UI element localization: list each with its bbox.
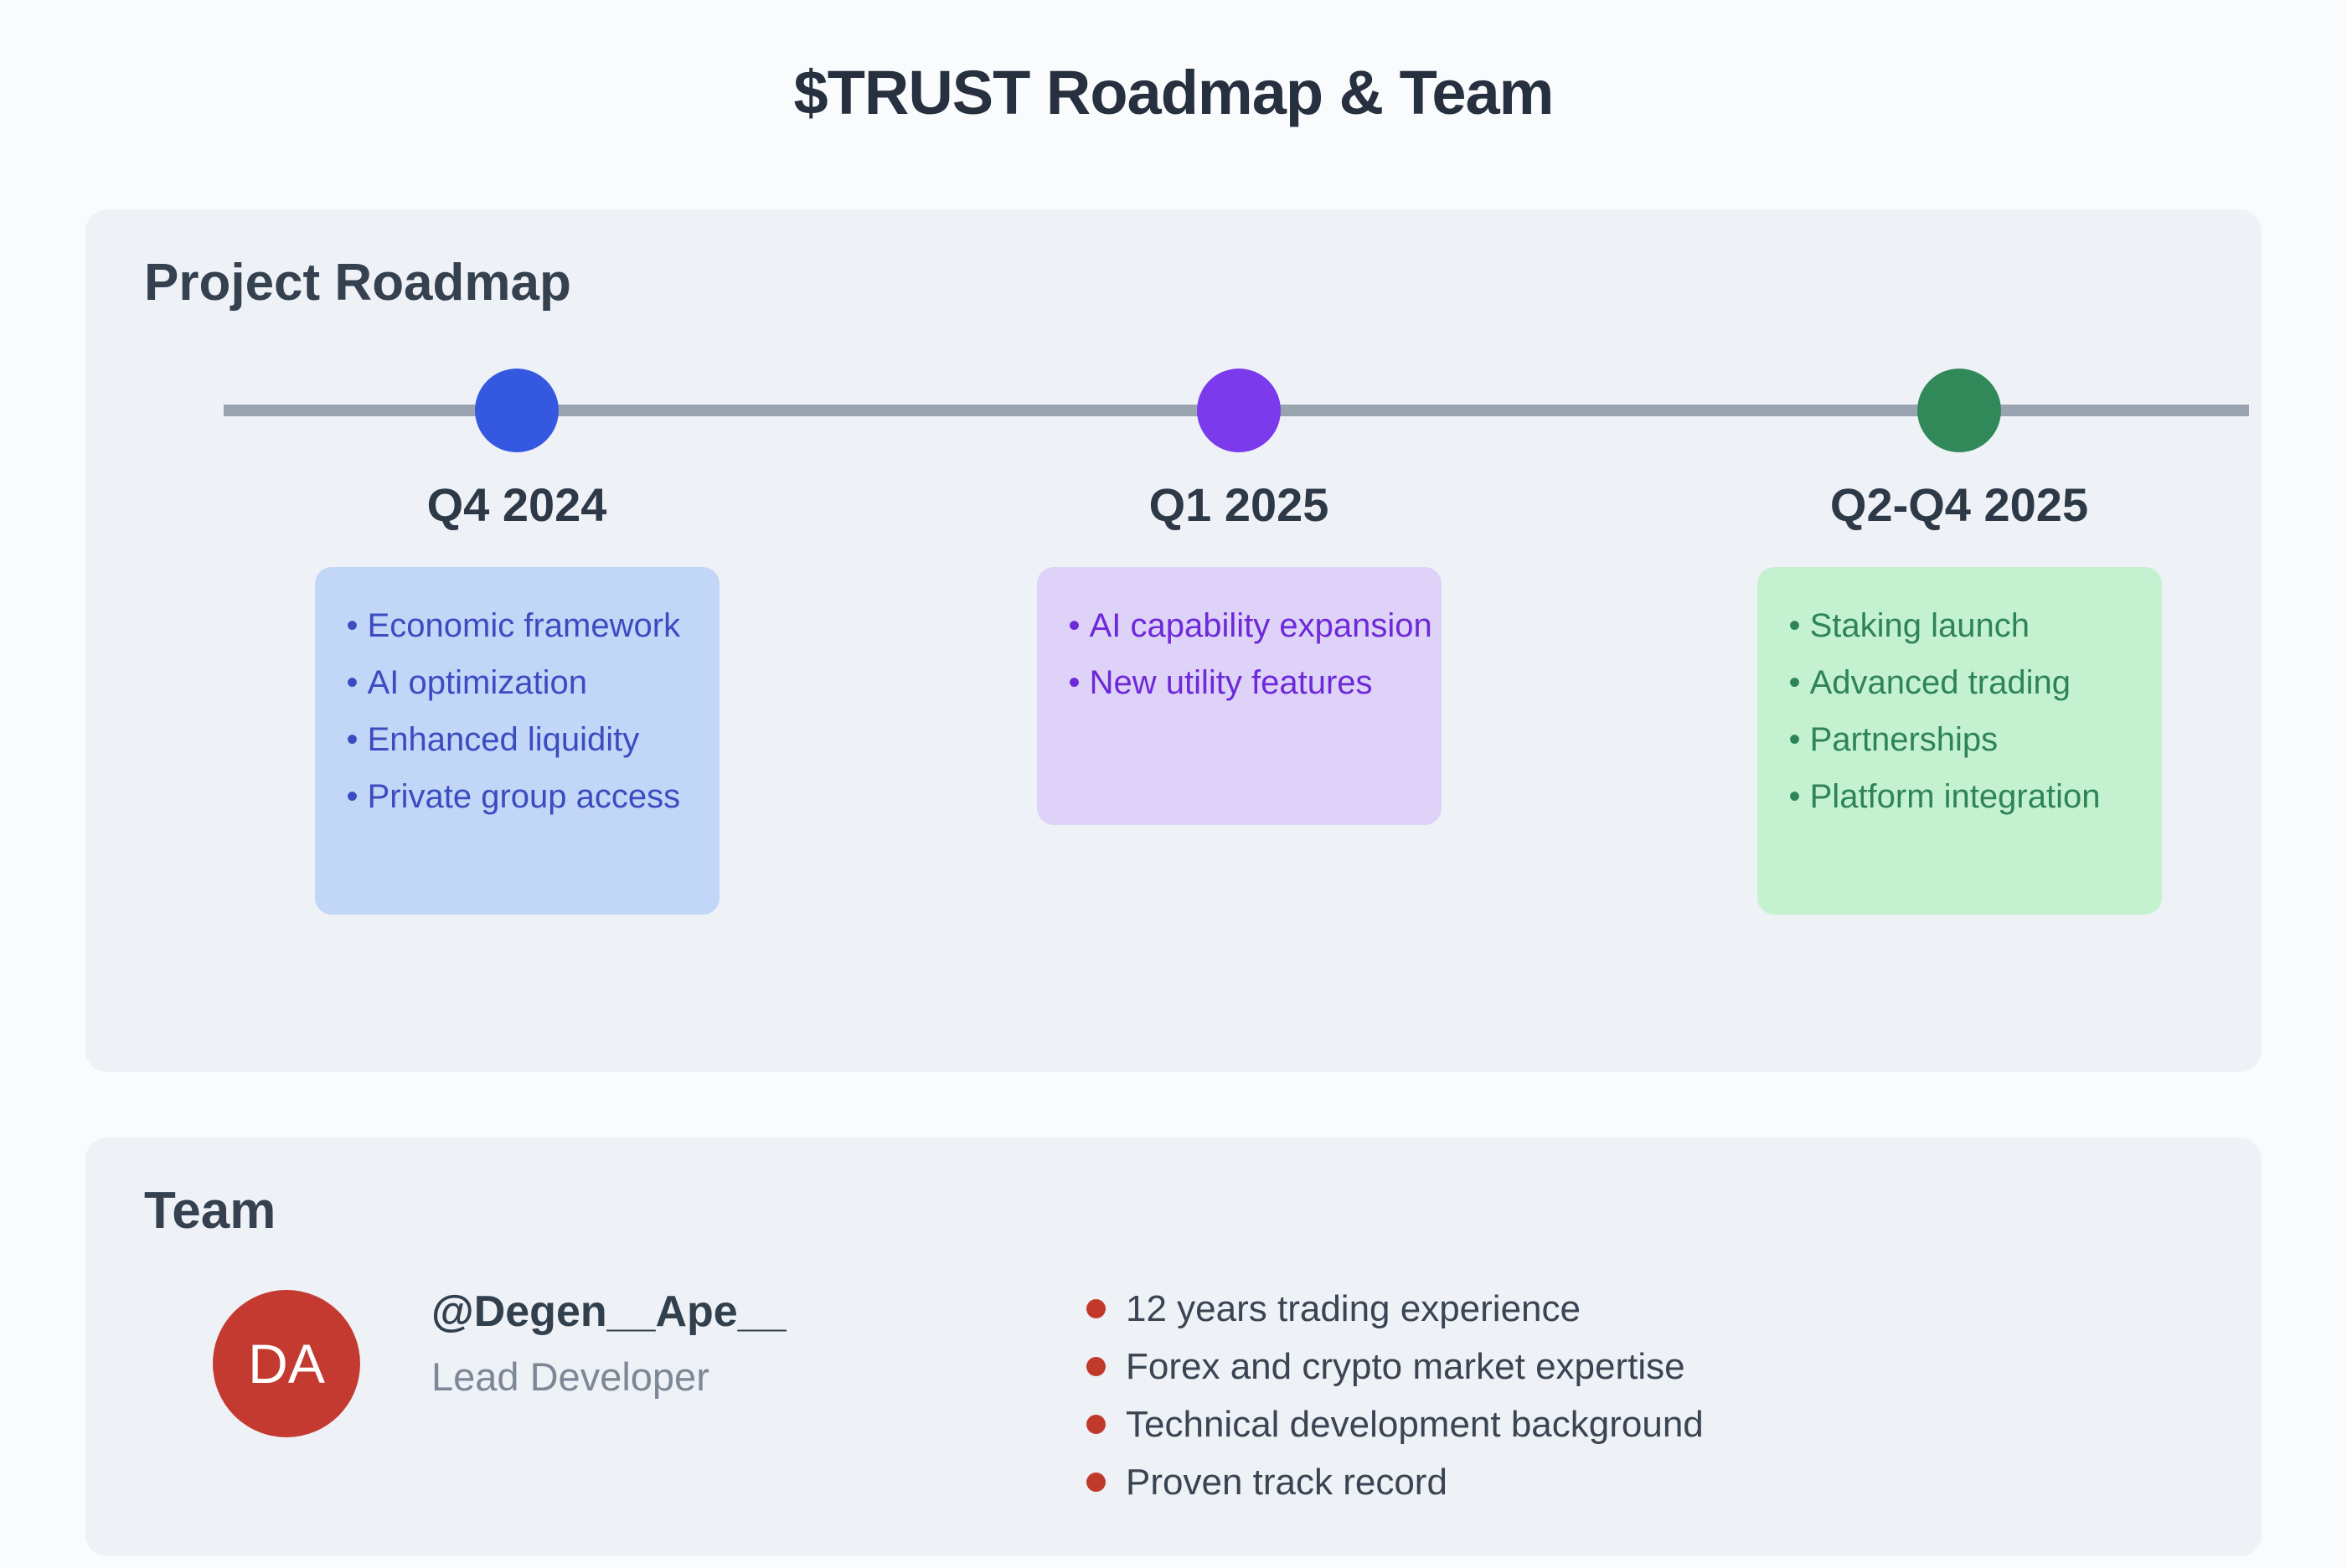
milestone-item: AI optimization (347, 654, 694, 711)
member-handle: @Degen__Ape__ (431, 1287, 787, 1336)
milestone-q1-2025: Q1 2025 AI capability expansion New util… (1029, 477, 1448, 825)
bullet-icon (1086, 1357, 1106, 1376)
milestone-label: Q2-Q4 2025 (1829, 478, 2089, 531)
timeline-dot-q4-2024 (475, 369, 559, 452)
milestone-card-q2-q4-2025: Staking launch Advanced trading Partners… (1756, 567, 2162, 915)
milestone-item: AI capability expansion (1069, 597, 1432, 654)
milestone-label: Q1 2025 (1148, 478, 1329, 531)
roadmap-heading: Project Roadmap (144, 254, 571, 312)
roadmap-section: Project Roadmap Q4 2024 Economic framewo… (85, 209, 2262, 1072)
milestone-item: Staking launch (1789, 597, 2137, 654)
bullet-icon (1086, 1473, 1106, 1492)
bullet-icon (1086, 1415, 1106, 1434)
milestone-card-q4-2024: Economic framework AI optimization Enhan… (314, 567, 720, 915)
timeline-dot-q1-2025 (1197, 369, 1281, 452)
milestone-item: Partnerships (1789, 711, 2137, 768)
highlight-text: Forex and crypto market expertise (1126, 1346, 1685, 1387)
milestone-item: Economic framework (347, 597, 694, 654)
milestone-q2-q4-2025: Q2-Q4 2025 Staking launch Advanced tradi… (1750, 477, 2169, 915)
highlight-item: Technical development background (1086, 1395, 1704, 1453)
milestone-q4-2024: Q4 2024 Economic framework AI optimizati… (307, 477, 726, 915)
avatar: DA (213, 1290, 360, 1437)
team-section: Team DA @Degen__Ape__ Lead Developer 12 … (85, 1137, 2262, 1556)
milestone-item: Enhanced liquidity (347, 711, 694, 768)
member-role: Lead Developer (431, 1354, 709, 1399)
member-highlights: 12 years trading experience Forex and cr… (1086, 1280, 1704, 1511)
timeline-dot-q2-q4-2025 (1917, 369, 2001, 452)
highlight-item: 12 years trading experience (1086, 1280, 1704, 1338)
milestone-item: New utility features (1069, 654, 1416, 711)
highlight-text: Proven track record (1126, 1462, 1447, 1503)
milestone-label: Q4 2024 (426, 478, 607, 531)
bullet-icon (1086, 1299, 1106, 1318)
milestone-item: Platform integration (1789, 768, 2137, 825)
highlight-text: Technical development background (1126, 1404, 1704, 1445)
team-heading: Team (144, 1182, 276, 1240)
highlight-item: Proven track record (1086, 1453, 1704, 1511)
milestone-item: Advanced trading (1789, 654, 2137, 711)
milestone-item: Private group access (347, 768, 694, 825)
page-title: $TRUST Roadmap & Team (793, 58, 1555, 127)
milestone-card-q1-2025: AI capability expansion New utility feat… (1036, 567, 1442, 825)
highlight-item: Forex and crypto market expertise (1086, 1338, 1704, 1395)
highlight-text: 12 years trading experience (1126, 1288, 1581, 1329)
avatar-initials: DA (248, 1333, 325, 1395)
